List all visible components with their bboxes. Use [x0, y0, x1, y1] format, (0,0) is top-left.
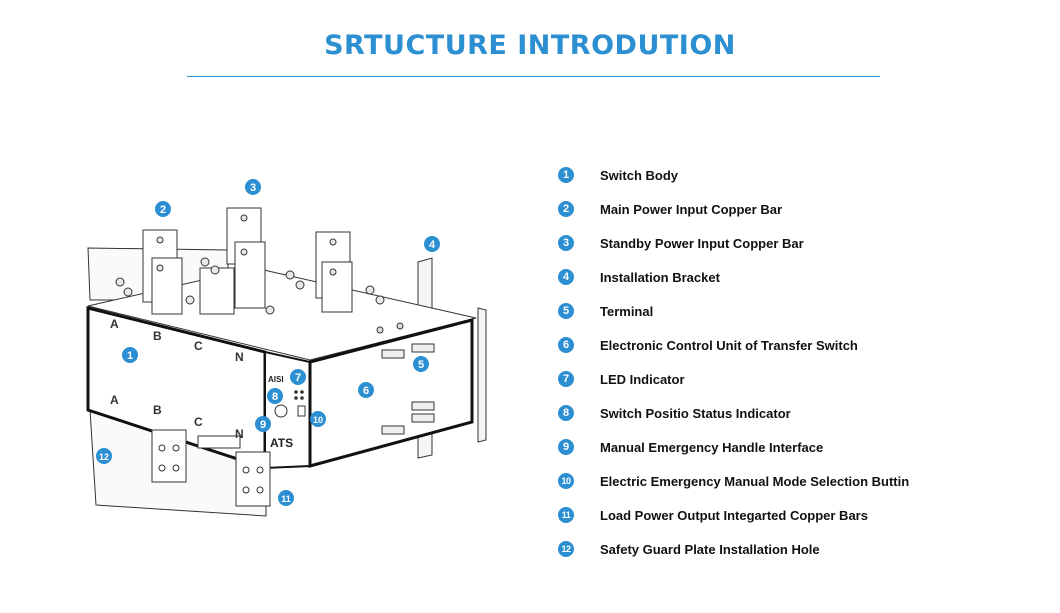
- ats-text: ATS: [270, 436, 293, 450]
- phase-label-bottom-c: C: [194, 415, 203, 429]
- callout-markers: 1 2 3 4 5 6 7 8 9 10 11 12: [96, 179, 440, 506]
- legend-label: Safety Guard Plate Installation Hole: [600, 541, 820, 557]
- phase-label-top-n: N: [235, 350, 244, 364]
- legend-label: Manual Emergency Handle Interface: [600, 439, 824, 455]
- legend-number: 1: [558, 167, 574, 183]
- phase-label-bottom-n: N: [235, 427, 244, 441]
- callout-1: 1: [127, 350, 133, 362]
- callout-5: 5: [418, 359, 424, 371]
- legend-item: 10 Electric Emergency Manual Mode Selecti…: [556, 464, 909, 498]
- legend-label: Installation Bracket: [600, 269, 720, 285]
- legend-item: 11 Load Power Output Integarted Copper Ba…: [556, 498, 909, 532]
- legend-label: Switch Body: [600, 167, 679, 183]
- callout-4: 4: [429, 239, 436, 251]
- structure-legend: 1 Switch Body 2 Main Power Input Copper Ba…: [556, 158, 909, 566]
- legend-label: Main Power Input Copper Bar: [600, 201, 783, 217]
- phase-label-top-a: A: [110, 317, 119, 331]
- legend-number: 9: [558, 439, 574, 455]
- legend-number: 4: [558, 269, 574, 285]
- phase-label-bottom-b: B: [153, 403, 162, 417]
- legend-number: 11: [558, 507, 574, 523]
- legend-item: 1 Switch Body: [556, 158, 909, 192]
- legend-label: LED Indicator: [600, 371, 685, 387]
- brand-text: AISI: [268, 375, 284, 384]
- legend-item: 2 Main Power Input Copper Bar: [556, 192, 909, 226]
- legend-label: Terminal: [600, 303, 654, 319]
- legend-label: Switch Positio Status Indicator: [600, 405, 791, 421]
- status-indicator-knob: [274, 404, 288, 418]
- legend-number: 5: [558, 303, 574, 319]
- callout-10: 10: [313, 415, 323, 425]
- legend-item: 8 Switch Positio Status Indicator: [556, 396, 909, 430]
- terminal-blocks: [381, 343, 435, 435]
- legend-number: 12: [558, 541, 574, 557]
- page-title: SRTUCTURE INTRODUTION: [324, 30, 736, 61]
- phase-label-top-b: B: [153, 329, 162, 343]
- legend-label: Standby Power Input Copper Bar: [600, 235, 804, 251]
- legend-number: 6: [558, 337, 574, 353]
- legend-number: 2: [558, 201, 574, 217]
- callout-12: 12: [99, 452, 109, 462]
- led-indicator-dots: [294, 390, 304, 400]
- legend-number: 7: [558, 371, 574, 387]
- callout-3: 3: [250, 182, 256, 194]
- callout-6: 6: [363, 385, 369, 397]
- legend-item: 3 Standby Power Input Copper Bar: [556, 226, 909, 260]
- legend-item: 12 Safety Guard Plate Installation Hole: [556, 532, 909, 566]
- legend-label: Load Power Output Integarted Copper Bars: [600, 507, 868, 523]
- callout-9: 9: [260, 419, 266, 431]
- phase-label-bottom-a: A: [110, 393, 119, 407]
- legend-item: 7 LED Indicator: [556, 362, 909, 396]
- title-underline: [187, 76, 880, 77]
- switch-body-top: [87, 267, 477, 361]
- legend-number: 3: [558, 235, 574, 251]
- mode-selection-button: [297, 405, 306, 417]
- load-output-copper-bars: [151, 429, 271, 507]
- legend-label: Electronic Control Unit of Transfer Swit…: [600, 337, 858, 353]
- legend-item: 9 Manual Emergency Handle Interface: [556, 430, 909, 464]
- legend-label: Electric Emergency Manual Mode Selection…: [600, 473, 910, 489]
- callout-8: 8: [272, 391, 278, 403]
- legend-item: 4 Installation Bracket: [556, 260, 909, 294]
- phase-label-top-c: C: [194, 339, 203, 353]
- legend-number: 8: [558, 405, 574, 421]
- callout-11: 11: [281, 494, 291, 504]
- callout-2: 2: [160, 204, 166, 216]
- legend-number: 10: [558, 473, 574, 489]
- legend-item: 6 Electronic Control Unit of Transfer Swi…: [556, 328, 909, 362]
- callout-7: 7: [295, 372, 301, 384]
- electronic-control-unit: [308, 318, 474, 468]
- legend-item: 5 Terminal: [556, 294, 909, 328]
